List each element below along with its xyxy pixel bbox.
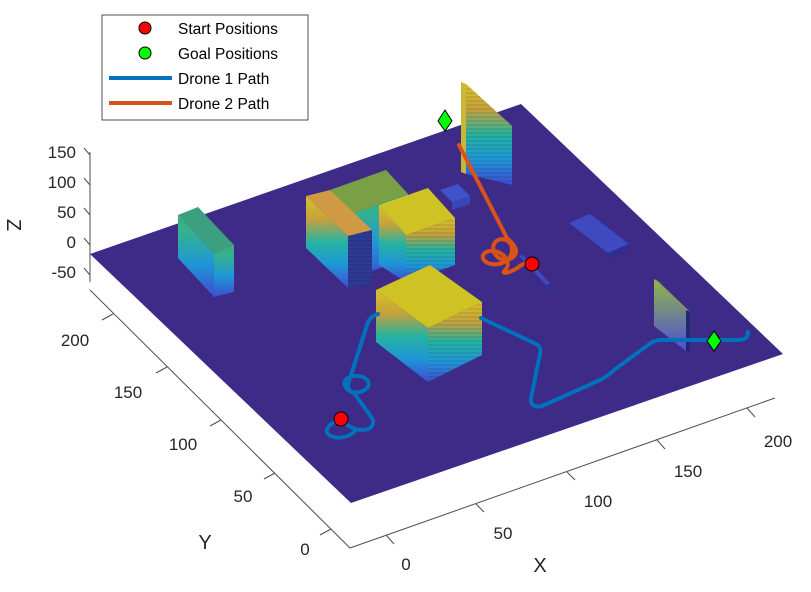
legend-label-start: Start Positions bbox=[178, 21, 278, 38]
y-axis: 0 50 100 150 200 Y bbox=[61, 289, 351, 559]
legend-item-drone1: Drone 1 Path bbox=[109, 71, 269, 88]
obstacle-small-block-back bbox=[440, 184, 470, 210]
drone-1-goal-marker bbox=[706, 330, 722, 352]
z-tick-100: 100 bbox=[48, 173, 76, 192]
markers bbox=[333, 109, 722, 427]
x-tick-100: 100 bbox=[584, 492, 612, 511]
obstacle-flat-box-right bbox=[569, 214, 629, 259]
legend-label-goal: Goal Positions bbox=[178, 46, 278, 63]
x-tick-200: 200 bbox=[764, 432, 792, 451]
y-tick-150: 150 bbox=[114, 383, 142, 402]
x-axis: 0 50 100 150 200 X bbox=[349, 397, 792, 577]
drone-2-goal-marker bbox=[437, 109, 453, 132]
y-axis-label: Y bbox=[198, 532, 211, 554]
legend-item-start: Start Positions bbox=[138, 21, 278, 38]
legend-item-drone2: Drone 2 Path bbox=[109, 96, 269, 113]
obstacle-orange-column bbox=[306, 190, 372, 288]
z-tick-150: 150 bbox=[48, 143, 76, 162]
z-tick-neg50: -50 bbox=[51, 263, 76, 282]
legend-label-drone1: Drone 1 Path bbox=[178, 71, 269, 88]
obstacle-tall-wall bbox=[461, 82, 512, 185]
obstacles bbox=[178, 82, 690, 382]
x-axis-label: X bbox=[533, 555, 546, 577]
drone-2-path bbox=[457, 143, 534, 275]
obstacle-yellow-box-mid bbox=[379, 188, 455, 282]
legend-label-drone2: Drone 2 Path bbox=[178, 96, 269, 113]
z-axis-label: Z bbox=[2, 219, 24, 231]
legend-item-goal: Goal Positions bbox=[138, 46, 278, 63]
x-tick-150: 150 bbox=[674, 462, 702, 481]
drone-1-start-marker bbox=[333, 411, 349, 427]
drone-1-path bbox=[324, 312, 750, 440]
drone-2-start-marker bbox=[524, 256, 540, 272]
z-tick-50: 50 bbox=[57, 203, 76, 222]
legend: Start Positions Goal Positions Drone 1 P… bbox=[101, 14, 309, 121]
obstacle-teal-wall bbox=[178, 207, 234, 297]
goal-marker-icon bbox=[138, 46, 152, 60]
y-tick-50: 50 bbox=[234, 487, 253, 506]
z-axis: 150 100 50 0 -50 Z bbox=[2, 143, 91, 282]
y-tick-200: 200 bbox=[61, 331, 89, 350]
obstacle-yellow-box-front bbox=[376, 265, 482, 382]
z-tick-0: 0 bbox=[67, 233, 76, 252]
start-marker-icon bbox=[138, 21, 152, 35]
y-tick-0: 0 bbox=[300, 540, 309, 559]
x-tick-0: 0 bbox=[401, 555, 410, 574]
y-tick-100: 100 bbox=[169, 435, 197, 454]
x-tick-50: 50 bbox=[494, 524, 513, 543]
